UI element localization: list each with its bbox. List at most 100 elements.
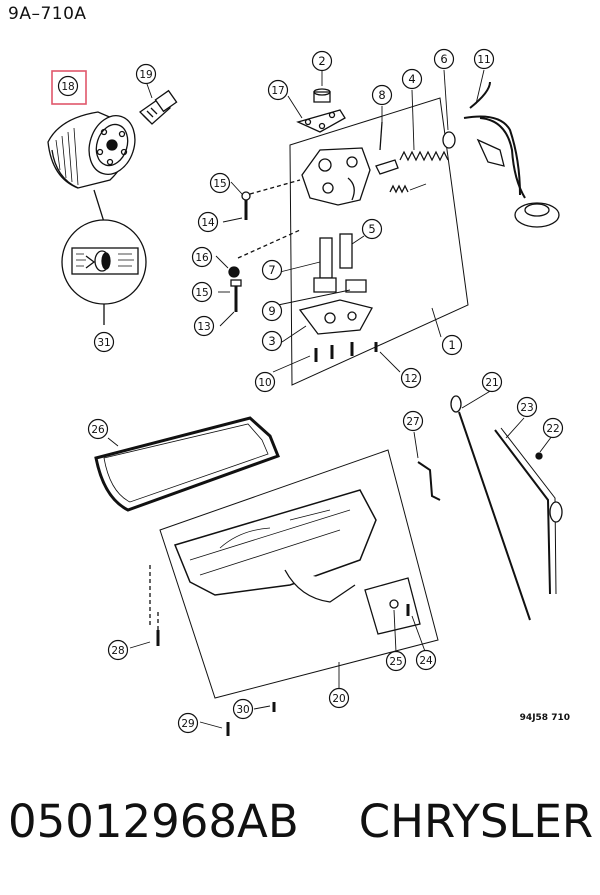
callout-2: 2 [311,50,333,72]
callout-number: 22 [546,423,559,435]
callout-31: 31 [93,331,115,353]
callout-13: 13 [193,315,215,337]
filter-detail-circle [61,219,147,305]
callout-circle [177,712,199,734]
oil-pan [149,449,439,699]
callout-circle [415,649,437,671]
oil-filter-part [47,111,136,189]
callout-10: 10 [254,371,276,393]
callout-3: 3 [261,330,283,352]
callout-29: 29 [177,712,199,734]
callout-circle [191,281,213,303]
callout-22: 22 [542,417,564,439]
callout-number: 3 [268,334,275,348]
callout-circle [385,650,407,672]
callout-26: 26 [87,418,109,440]
callout-number: 31 [97,337,110,349]
callout-circle [232,698,254,720]
callout-number: 14 [201,217,215,229]
callout-15: 15 [209,172,231,194]
part-number: 05012968AB [8,795,299,848]
callout-number: 20 [332,693,345,705]
callout-circle [93,331,115,353]
callout-circle [371,84,393,106]
callout-circle [401,68,423,90]
callout-number: 2 [318,54,325,68]
callout-number: 19 [139,69,152,81]
exploded-view-drawing: 1234567891011121314151516171819202122232… [47,48,564,736]
figure-id: 94J58 710 [519,713,570,723]
callout-number: 30 [236,704,249,716]
callout-number: 8 [378,88,385,102]
callout-circle [261,300,283,322]
callout-number: 12 [404,373,417,385]
callout-24: 24 [415,649,437,671]
callout-number: 17 [271,85,284,97]
callout-17: 17 [267,79,289,101]
callout-number: 4 [408,72,415,86]
callout-number: 21 [485,377,498,389]
callout-circle [473,48,495,70]
callout-number: 13 [197,321,210,333]
callout-6: 6 [433,48,455,70]
callout-number: 1 [448,338,455,352]
callout-circle [197,211,219,233]
callout-30: 30 [232,698,254,720]
callout-25: 25 [385,650,407,672]
callout-16: 16 [191,246,213,268]
callout-20: 20 [328,687,350,709]
callout-circle [402,410,424,432]
callout-number: 24 [419,655,433,667]
callout-circle [441,334,463,356]
callout-number: 16 [195,252,209,264]
callout-number: 29 [181,718,194,730]
callout-number: 9 [268,304,275,318]
callout-number: 11 [477,54,490,66]
callout-circle [254,371,276,393]
oil-pump-assembly [237,88,469,386]
callout-8: 8 [371,84,393,106]
callout-number: 15 [213,178,226,190]
callout-number: 10 [258,377,271,389]
filter-adapter-part [138,89,178,125]
callout-15: 15 [191,281,213,303]
callout-circle [516,396,538,418]
callout-12: 12 [400,367,422,389]
callout-circle [191,246,213,268]
callout-number: 5 [368,222,375,236]
oil-pickup-tube [463,81,560,228]
callout-number: 7 [268,263,275,277]
callout-number: 25 [389,656,402,668]
diagram-code: 9A–710A [8,4,87,24]
brand-name: CHRYSLER [358,795,594,848]
callout-number: 26 [91,424,105,436]
callout-number: 28 [111,645,124,657]
dipstick [417,395,563,621]
callout-27: 27 [402,410,424,432]
callout-number: 6 [440,52,447,66]
callout-number: 15 [195,287,208,299]
callout-9: 9 [261,300,283,322]
oil-pan-gasket [94,416,280,512]
callout-circle [107,639,129,661]
callout-5: 5 [361,218,383,240]
callout-circle [261,259,283,281]
part-caption: 05012968AB CHRYSLER [8,795,594,848]
callout-28: 28 [107,639,129,661]
callout-circle [261,330,283,352]
callout-14: 14 [197,211,219,233]
callout-circle [267,79,289,101]
callout-number: 23 [520,402,533,414]
callout-11: 11 [473,48,495,70]
callout-circle [193,315,215,337]
callout-21: 21 [481,371,503,393]
callout-18: 18 [57,75,79,97]
callout-18-highlight [51,70,87,105]
callout-number: 27 [406,416,419,428]
callout-circle [209,172,231,194]
callout-circle [361,218,383,240]
callout-circle [57,75,79,97]
callout-circle [481,371,503,393]
callout-circle [311,50,333,72]
